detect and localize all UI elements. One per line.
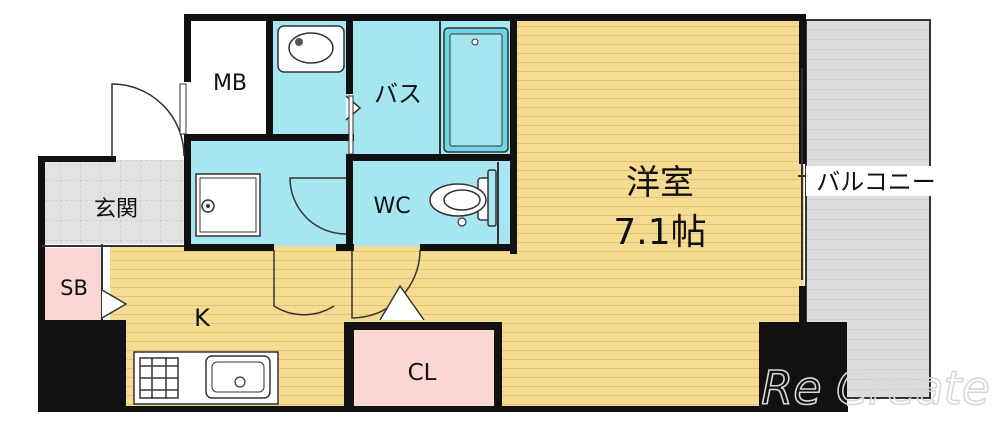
cl-floor bbox=[350, 330, 498, 408]
mb-area bbox=[188, 20, 270, 138]
entry-door bbox=[111, 83, 185, 157]
walls bbox=[38, 14, 848, 412]
kitchen-label: K bbox=[194, 304, 211, 332]
wc-door bbox=[273, 250, 335, 316]
washroom-door bbox=[289, 177, 347, 235]
toilet bbox=[429, 169, 497, 227]
stove bbox=[139, 357, 179, 399]
sb-floor bbox=[42, 248, 102, 320]
western-room-size: 7.1帖 bbox=[613, 212, 706, 253]
bath-label: バス bbox=[374, 80, 422, 108]
western-room-name: 洋室 bbox=[626, 163, 694, 203]
cl-label: CL bbox=[408, 360, 437, 386]
mb-label: MB bbox=[213, 71, 247, 96]
sb-label: SB bbox=[60, 276, 88, 300]
balcony-label: バルコニー bbox=[816, 168, 936, 196]
western-room-floor bbox=[512, 18, 804, 408]
genkan-floor bbox=[42, 160, 192, 244]
genkan-label: 玄関 bbox=[94, 197, 138, 222]
watermark: Re Create bbox=[761, 361, 990, 415]
wc-label: WC bbox=[373, 194, 410, 219]
